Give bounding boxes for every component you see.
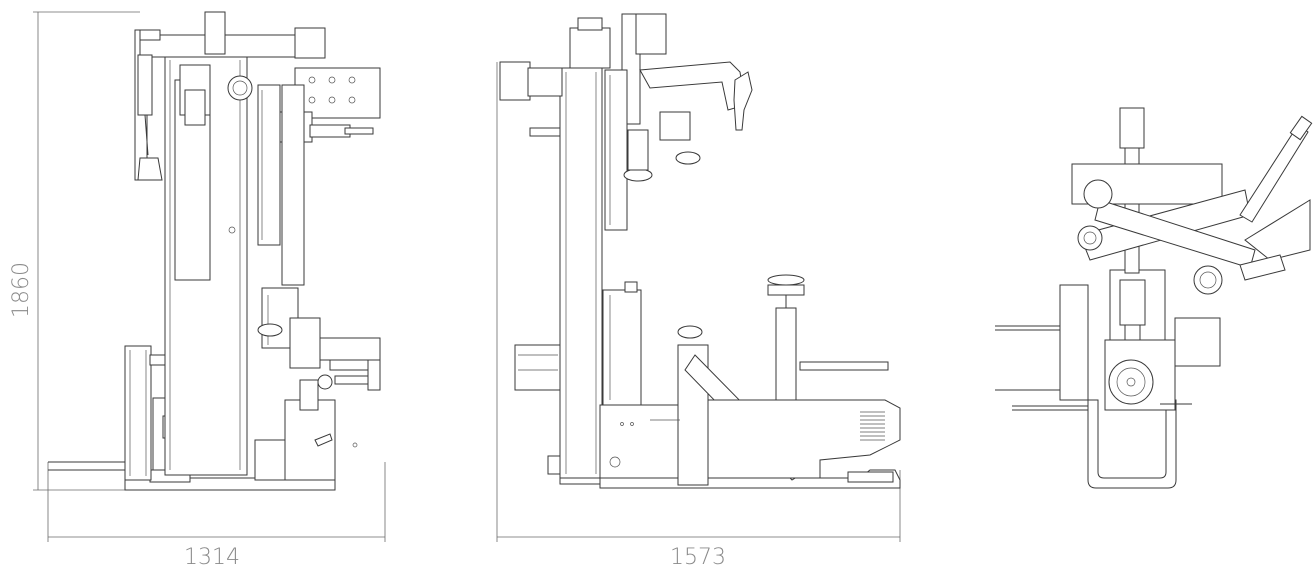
width-dimension-front <box>47 462 386 542</box>
front-view-machine <box>48 11 381 491</box>
height-dimension-label: 1860 <box>9 262 34 318</box>
top-view-machine <box>995 107 1313 489</box>
vent-slots <box>860 411 885 441</box>
height-dimension <box>33 11 140 491</box>
side-view-machine <box>499 13 901 489</box>
width-dimension-side-label: 1573 <box>670 545 726 567</box>
width-dimension-front-label: 1314 <box>184 545 240 567</box>
